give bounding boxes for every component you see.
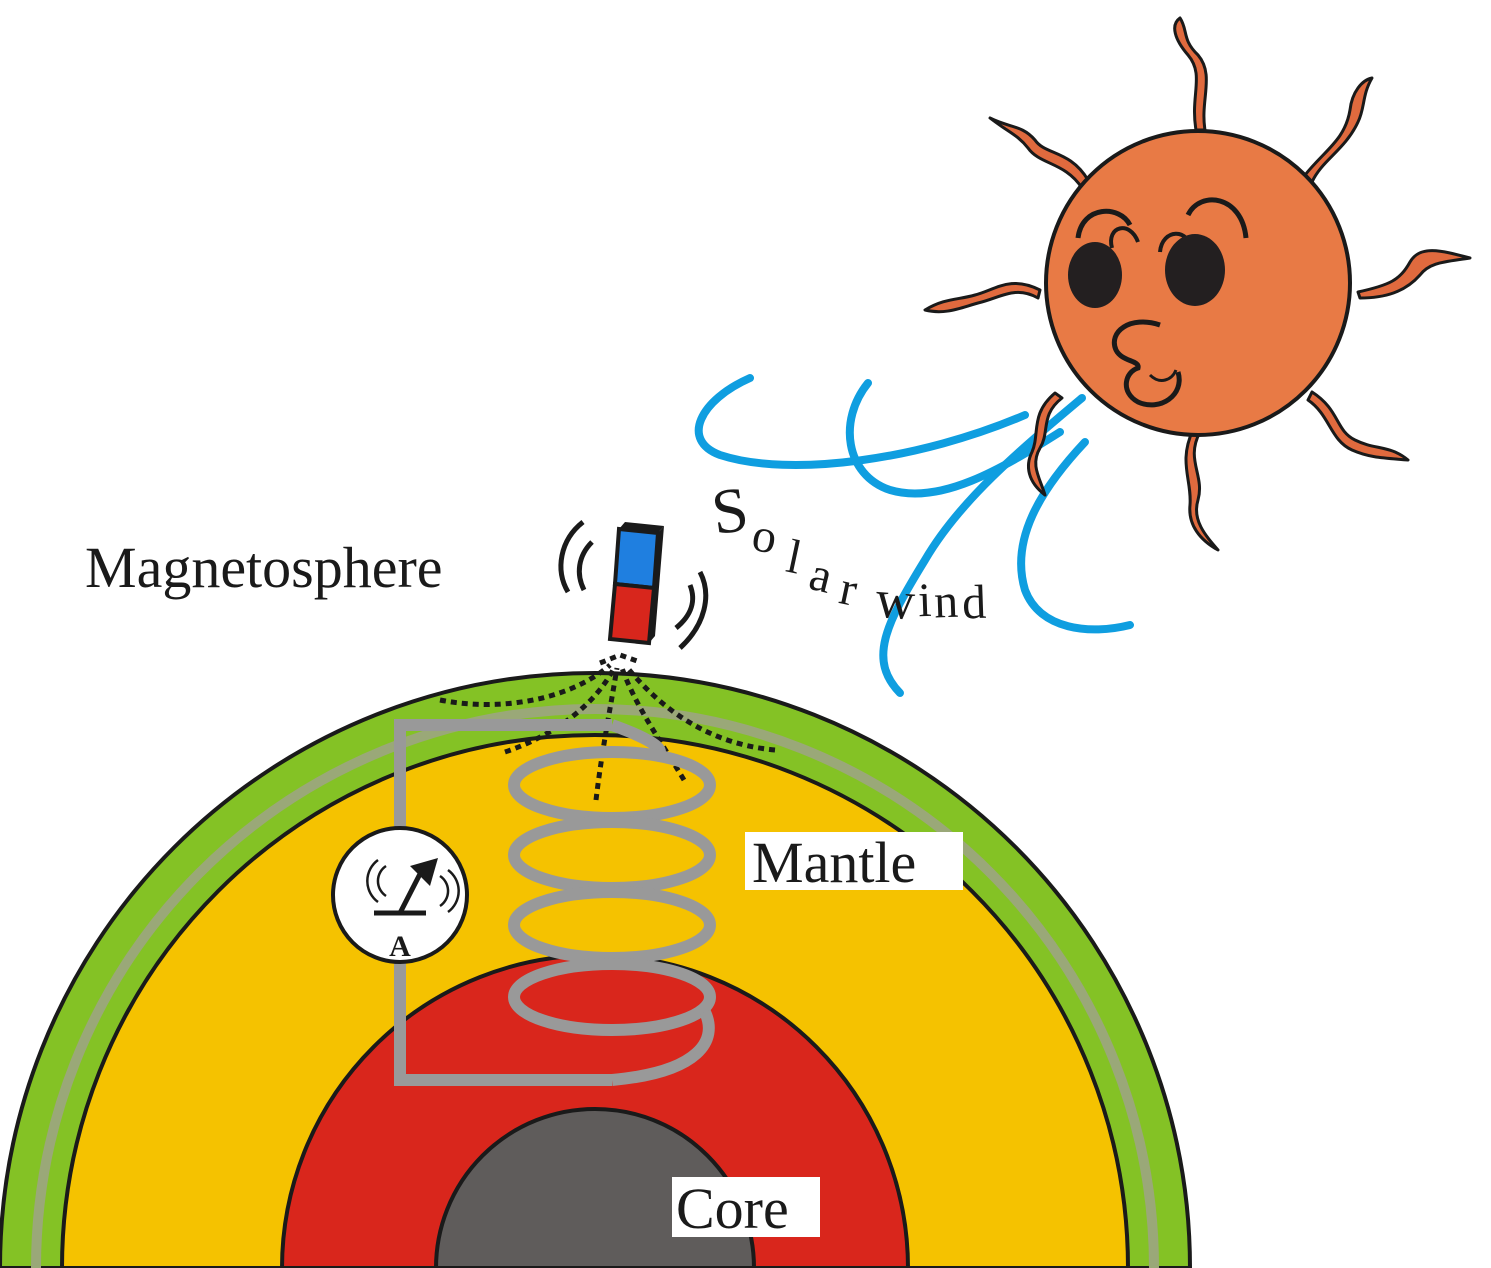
earth	[0, 671, 1193, 1268]
core-label: Core	[676, 1176, 789, 1241]
svg-text:o: o	[748, 508, 781, 564]
sun-right-eye	[1165, 234, 1225, 306]
svg-text:r: r	[835, 562, 862, 617]
svg-text:n: n	[933, 575, 959, 629]
ammeter: A	[331, 826, 469, 964]
magnet-south-pole	[607, 581, 657, 646]
mantle-label: Mantle	[752, 830, 916, 895]
sun-left-eye	[1068, 242, 1122, 308]
induction-circuit	[394, 719, 716, 1086]
mantle-label-bg	[745, 832, 963, 890]
ammeter-needle	[397, 868, 425, 915]
magnet-vibration-marks	[558, 520, 709, 650]
ammeter-arrowhead-icon	[410, 858, 438, 886]
solar-wind-label: S o l a r w i n d	[707, 473, 987, 631]
sun-mouth	[1111, 319, 1182, 408]
magnetosphere-label: Magnetosphere	[85, 535, 443, 600]
sun-flares	[923, 16, 1472, 552]
magnet-north-pole	[612, 526, 661, 591]
coil	[508, 719, 716, 1086]
svg-text:w: w	[874, 569, 917, 632]
sun-face	[1068, 197, 1249, 408]
svg-text:i: i	[917, 574, 932, 627]
solar-wind-streams	[694, 374, 1134, 697]
bar-magnet-icon	[607, 522, 664, 646]
svg-text:l: l	[782, 530, 806, 585]
svg-text:a: a	[804, 547, 838, 604]
ammeter-label: A	[389, 930, 411, 963]
svg-text:S: S	[707, 473, 752, 548]
sun-icon	[923, 16, 1472, 552]
crust-inner-band	[31, 704, 1159, 1268]
svg-text:d: d	[961, 576, 987, 630]
core-label-bg	[672, 1177, 820, 1237]
